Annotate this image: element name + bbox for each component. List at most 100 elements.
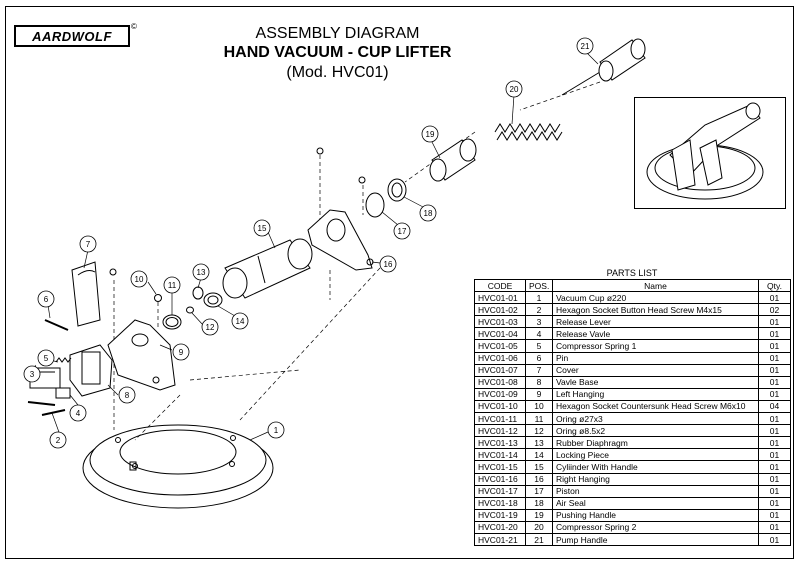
part-pos-cell: 9 — [525, 387, 553, 401]
callout-number: 3 — [30, 370, 35, 379]
part-code-cell: HVC01-15 — [474, 460, 526, 474]
part-pos-cell: 17 — [525, 484, 553, 498]
callout-number: 1 — [274, 426, 279, 435]
part-qty-cell: 04 — [758, 399, 791, 414]
callout-number: 15 — [258, 224, 267, 233]
parts-header-row: CODE POS. Name Qty. — [474, 278, 791, 293]
part-qty-cell: 01 — [758, 363, 791, 377]
part-code-cell: HVC01-19 — [474, 508, 526, 522]
callout-number: 8 — [125, 391, 130, 400]
part-name-cell: Hexagon Socket Countersunk Head Screw M6… — [552, 399, 759, 414]
callout-21: 21 — [576, 37, 594, 55]
part-pos-cell: 21 — [525, 532, 553, 547]
part-code-cell: HVC01-02 — [474, 303, 526, 317]
callout-number: 13 — [197, 268, 206, 277]
part-code-cell: HVC01-03 — [474, 315, 526, 329]
part-qty-cell: 01 — [758, 496, 791, 510]
callout-number: 20 — [510, 85, 519, 94]
part-qty-cell: 01 — [758, 436, 791, 450]
part-qty-cell: 01 — [758, 339, 791, 353]
callout-number: 4 — [76, 409, 81, 418]
callout-12: 12 — [201, 318, 219, 336]
part-code-cell: HVC01-11 — [474, 412, 526, 426]
part-qty-cell: 01 — [758, 315, 791, 329]
part-name-cell: Release Lever — [552, 315, 759, 329]
part-name-cell: Locking Piece — [552, 448, 759, 462]
registered-mark: © — [131, 22, 137, 31]
callout-number: 16 — [384, 260, 393, 269]
part-qty-cell: 01 — [758, 412, 791, 426]
part-pos-cell: 2 — [525, 303, 553, 317]
callout-number: 18 — [424, 209, 433, 218]
part-pos-cell: 19 — [525, 508, 553, 522]
callout-number: 21 — [581, 42, 590, 51]
part-name-cell: Compressor Spring 1 — [552, 339, 759, 353]
part-code-cell: HVC01-01 — [474, 291, 526, 305]
part-name-cell: Air Seal — [552, 496, 759, 510]
callout-1: 1 — [267, 421, 285, 439]
part-code-cell: HVC01-13 — [474, 436, 526, 450]
brand-logo: AARDWOLF — [14, 25, 130, 47]
part-qty-cell: 01 — [758, 387, 791, 401]
part-code-cell: HVC01-04 — [474, 327, 526, 341]
callout-6: 6 — [37, 290, 55, 308]
part-qty-cell: 01 — [758, 351, 791, 365]
part-code-cell: HVC01-16 — [474, 472, 526, 486]
part-code-cell: HVC01-20 — [474, 520, 526, 534]
brand-logo-text: AARDWOLF — [32, 28, 112, 44]
part-name-cell: Vacuum Cup ø220 — [552, 291, 759, 305]
part-name-cell: Pin — [552, 351, 759, 365]
part-name-cell: Hexagon Socket Button Head Screw M4x15 — [552, 303, 759, 317]
callout-8: 8 — [118, 386, 136, 404]
title-block: ASSEMBLY DIAGRAM HAND VACUUM - CUP LIFTE… — [200, 24, 475, 83]
part-name-cell: Right Hanging — [552, 472, 759, 486]
callout-4: 4 — [69, 404, 87, 422]
part-qty-cell: 01 — [758, 484, 791, 498]
part-qty-cell: 01 — [758, 448, 791, 462]
callout-19: 19 — [421, 125, 439, 143]
callout-16: 16 — [379, 255, 397, 273]
part-pos-cell: 10 — [525, 399, 553, 414]
part-name-cell: Cyliinder With Handle — [552, 460, 759, 474]
part-qty-cell: 01 — [758, 460, 791, 474]
callout-number: 7 — [86, 240, 91, 249]
part-pos-cell: 5 — [525, 339, 553, 353]
part-pos-cell: 8 — [525, 375, 553, 389]
part-pos-cell: 3 — [525, 315, 553, 329]
callout-17: 17 — [393, 222, 411, 240]
part-code-cell: HVC01-18 — [474, 496, 526, 510]
callout-number: 2 — [56, 436, 61, 445]
part-pos-cell: 12 — [525, 424, 553, 438]
part-qty-cell: 01 — [758, 472, 791, 486]
model-number: (Mod. HVC01) — [286, 64, 389, 81]
col-name-header: Name — [552, 278, 759, 293]
part-qty-cell: 01 — [758, 508, 791, 522]
part-pos-cell: 20 — [525, 520, 553, 534]
part-pos-cell: 4 — [525, 327, 553, 341]
part-name-cell: Oring ø8.5x2 — [552, 424, 759, 438]
part-name-cell: Pushing Handle — [552, 508, 759, 522]
callout-2: 2 — [49, 431, 67, 449]
vacuum-cup-part — [82, 424, 274, 509]
col-qty-header: Qty. — [758, 278, 791, 293]
part-pos-cell: 13 — [525, 436, 553, 450]
callout-number: 11 — [168, 281, 177, 290]
callout-number: 6 — [44, 295, 49, 304]
part-code-cell: HVC01-08 — [474, 375, 526, 389]
part-name-cell: Compressor Spring 2 — [552, 520, 759, 534]
